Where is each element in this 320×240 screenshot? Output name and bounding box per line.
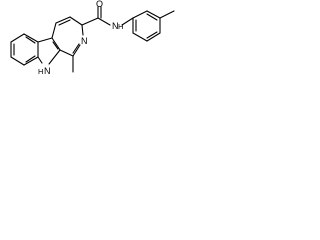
- bond: [23, 33, 39, 43]
- double-bond-inner: [146, 31, 158, 39]
- bond: [72, 44, 81, 57]
- bond: [37, 37, 53, 43]
- indole-nitrogen-label: N: [44, 66, 51, 76]
- double-bond-inner: [72, 43, 80, 54]
- atom-labels: N O N H H N: [38, 0, 123, 76]
- bond: [146, 10, 161, 19]
- ring-nitrogen-label: N: [81, 36, 88, 46]
- bond: [97, 17, 111, 26]
- double-bond-inner: [25, 55, 36, 63]
- bond: [37, 56, 43, 64]
- indole-hydrogen-label: H: [38, 67, 43, 76]
- bond: [55, 16, 71, 24]
- bond: [51, 37, 61, 51]
- bond: [10, 56, 25, 66]
- double-bond-inner: [146, 13, 158, 21]
- amide-hydrogen-label: H: [118, 22, 123, 31]
- oxygen-label: O: [96, 0, 103, 9]
- bond: [81, 24, 84, 36]
- bond: [69, 16, 83, 26]
- double-bond-inner: [58, 19, 71, 26]
- bond: [121, 17, 134, 26]
- bond: [59, 49, 74, 57]
- bonds: [10, 6, 175, 73]
- bond: [159, 10, 175, 19]
- bond: [48, 49, 61, 65]
- double-bond-inner: [25, 36, 36, 44]
- bond: [132, 32, 148, 42]
- bond: [81, 17, 99, 26]
- double-bond-inner: [52, 41, 59, 50]
- bond: [146, 32, 161, 42]
- bond: [132, 10, 148, 19]
- bond: [10, 33, 25, 43]
- bond: [51, 22, 57, 39]
- amide-nitrogen-label: N: [112, 21, 119, 31]
- bond: [23, 56, 39, 66]
- chemical-structure-diagram: N O N H H N: [10, 0, 175, 76]
